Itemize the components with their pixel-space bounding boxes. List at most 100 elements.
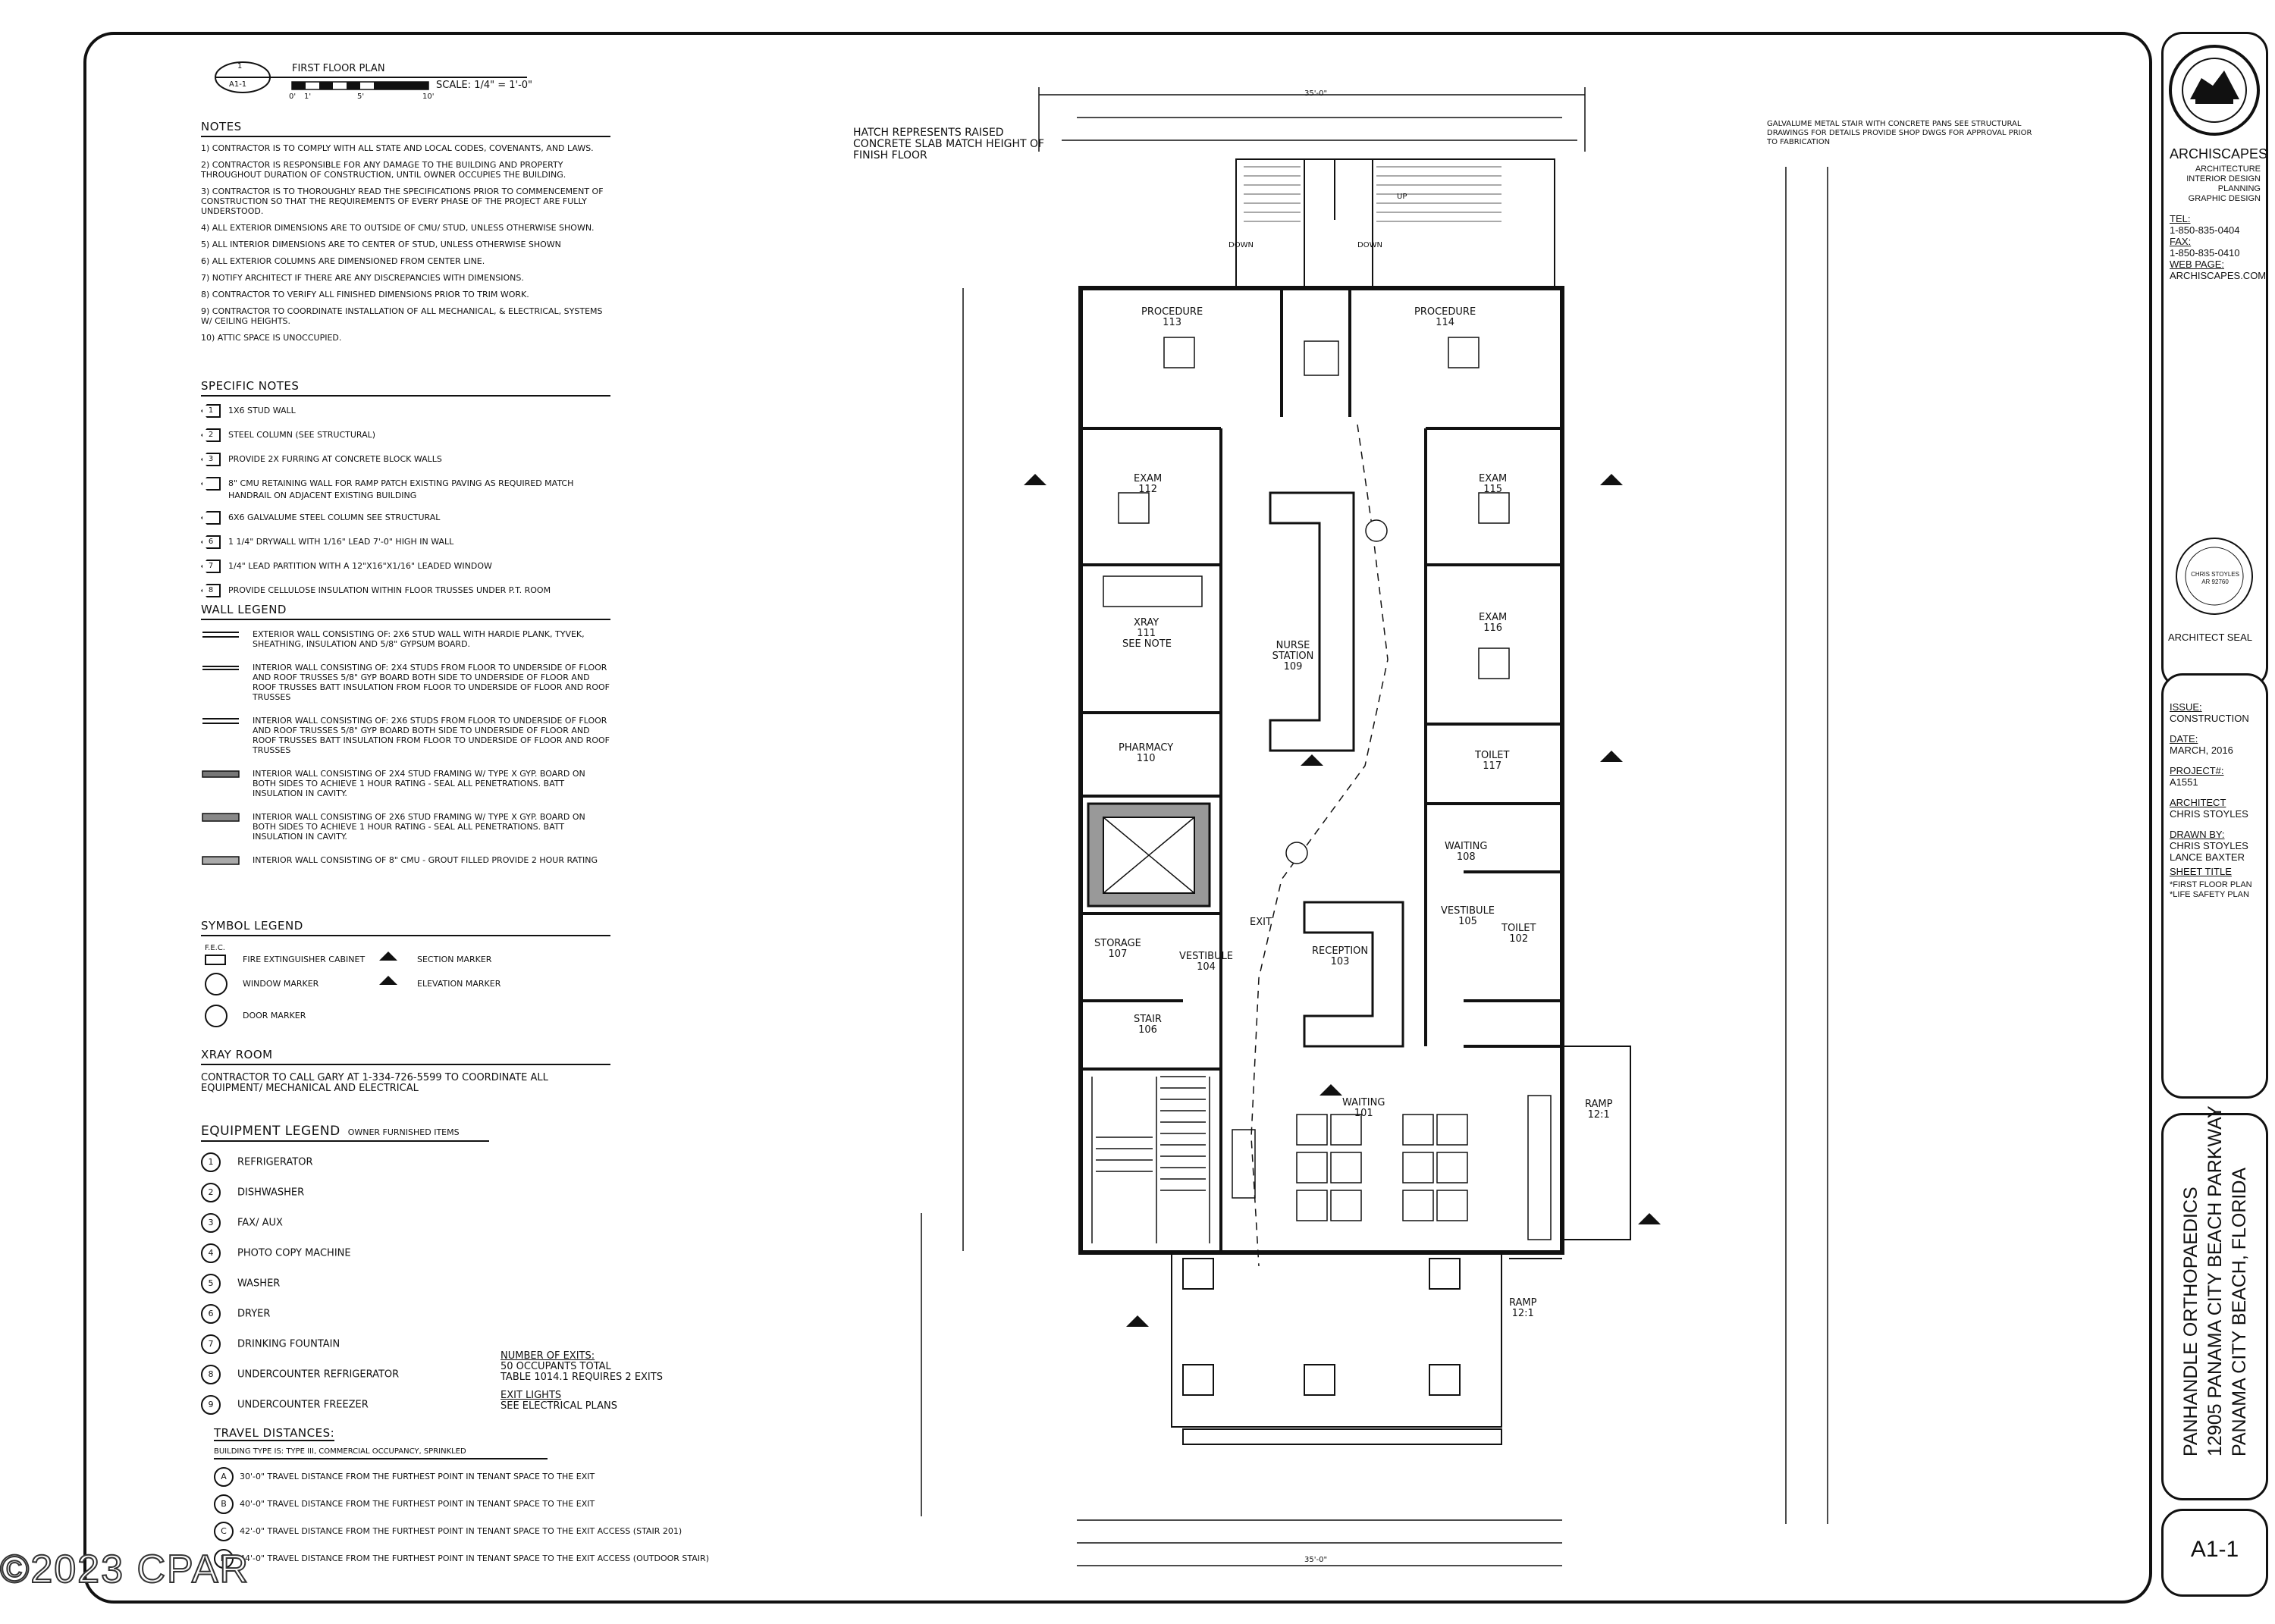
seal-name: CHRIS STOYLES [2191, 571, 2239, 578]
architect-seal-icon [2176, 538, 2253, 615]
exits-heading: NUMBER OF EXITS: [500, 1350, 595, 1362]
firm-title-block: ARCHISCAPES ARCHITECTURE INTERIOR DESIGN… [2161, 32, 2268, 688]
exits-line: 50 OCCUPANTS TOTAL [500, 1361, 611, 1372]
wall-type-swatch [202, 813, 240, 822]
plan-title-graphic [215, 61, 527, 93]
notes-heading: NOTES [201, 120, 610, 137]
drawn-by-value: CHRIS STOYLES [2170, 840, 2248, 851]
fec-label: FIRE EXTINGUISHER CABINET [243, 955, 366, 964]
note-item: 7) NOTIFY ARCHITECT IF THERE ARE ANY DIS… [201, 273, 524, 283]
stair-down-label: DOWN [1357, 241, 1382, 249]
travel-heading: TRAVEL DISTANCES: [214, 1426, 335, 1441]
window-label: WINDOW MARKER [243, 979, 319, 989]
scale-tick: 1' [304, 92, 312, 101]
wall-type-swatch [202, 666, 239, 670]
scale-tick: 5' [357, 92, 365, 101]
plan-title-block: 1 A1-1 FIRST FLOOR PLAN SCALE: 1/4" = 1'… [209, 59, 542, 108]
xray-room-heading: XRAY ROOM [201, 1048, 610, 1065]
fire-extinguisher-icon [205, 955, 226, 965]
tel-label: TEL: [2170, 213, 2191, 224]
issue-value: CONSTRUCTION [2170, 713, 2249, 724]
architect-seal-caption: ARCHITECT SEAL [2168, 632, 2253, 643]
room-label: SEE NOTE [1122, 638, 1172, 650]
copyright-watermark: ©2023 CPAR [0, 1547, 250, 1592]
drawn-by-value: LANCE BAXTER [2170, 851, 2245, 863]
stair-down-label: DOWN [1228, 241, 1254, 249]
note-item: 9) CONTRACTOR TO COORDINATE INSTALLATION… [201, 306, 603, 326]
fax-value: 1-850-835-0410 [2170, 247, 2240, 259]
fax-label: FAX: [2170, 236, 2192, 247]
firm-service: PLANNING [2217, 184, 2261, 193]
building-type: BUILDING TYPE IS: TYPE III, COMMERCIAL O… [214, 1447, 548, 1459]
note-item: 2) CONTRACTOR IS RESPONSIBLE FOR ANY DAM… [201, 160, 566, 180]
overall-dimension-bottom: 35'-0" [1304, 1556, 1328, 1564]
note-item: 10) ATTIC SPACE IS UNOCCUPIED. [201, 333, 342, 343]
plan-tag: 1 [237, 62, 243, 71]
web-value[interactable]: ARCHISCAPES.COM [2170, 270, 2267, 281]
issue-label: ISSUE: [2170, 701, 2202, 713]
hatch-note: HATCH REPRESENTS RAISED CONCRETE SLAB MA… [853, 127, 1045, 161]
note-item: 4) ALL EXTERIOR DIMENSIONS ARE TO OUTSID… [201, 223, 595, 233]
drawn-by-label: DRAWN BY: [2170, 829, 2225, 840]
tel-value: 1-850-835-0404 [2170, 224, 2240, 236]
equipment-legend-section: EQUIPMENT LEGEND OWNER FURNISHED ITEMS 1… [201, 1124, 626, 1425]
exits-section: NUMBER OF EXITS: 50 OCCUPANTS TOTAL TABL… [500, 1351, 682, 1412]
door-marker-icon [205, 1005, 228, 1027]
exit-label: EXIT [1250, 917, 1272, 928]
symbol-legend-heading: SYMBOL LEGEND [201, 919, 610, 936]
web-label: WEB PAGE: [2170, 259, 2224, 270]
sheet-title-item: *LIFE SAFETY PLAN [2170, 890, 2249, 899]
wall-legend-item: INTERIOR WALL CONSISTING OF 2x4 STUD FRA… [201, 769, 610, 798]
section-marker-icon [379, 952, 397, 961]
seal-number: AR 92760 [2201, 578, 2229, 585]
drawing-sheet-border [83, 32, 2152, 1604]
note-item: 3) CONTRACTOR IS TO THOROUGHLY READ THE … [201, 187, 604, 216]
project-line: PANAMA CITY BEACH, FLORIDA [2229, 1167, 2250, 1456]
note-item: 8) CONTRACTOR TO VERIFY ALL FINISHED DIM… [201, 290, 529, 299]
plan-title: FIRST FLOOR PLAN [292, 63, 385, 74]
floor-plan-drawing [921, 87, 1828, 1566]
stair-up-label: UP [1397, 193, 1407, 201]
fec-tag: F.E.C. [205, 944, 225, 952]
sheet-number-block: A1-1 [2161, 1509, 2268, 1597]
wall-type-swatch [202, 856, 240, 865]
travel-distances-section: TRAVEL DISTANCES: BUILDING TYPE IS: TYPE… [214, 1425, 775, 1576]
firm-service: INTERIOR DESIGN [2186, 174, 2261, 183]
wall-type-swatch [202, 632, 239, 638]
architect-value: CHRIS STOYLES [2170, 808, 2248, 820]
firm-service: GRAPHIC DESIGN [2188, 194, 2261, 203]
xray-room-section: XRAY ROOM CONTRACTOR TO CALL GARY AT 1-3… [201, 1048, 610, 1094]
date-label: DATE: [2170, 733, 2198, 745]
note-item: 5) ALL INTERIOR DIMENSIONS ARE TO CENTER… [201, 240, 561, 249]
scale-tick: 0' [289, 92, 297, 101]
project-line: 12905 PANAMA CITY BEACH PARKWAY [2204, 1105, 2226, 1456]
door-label: DOOR MARKER [243, 1011, 306, 1020]
